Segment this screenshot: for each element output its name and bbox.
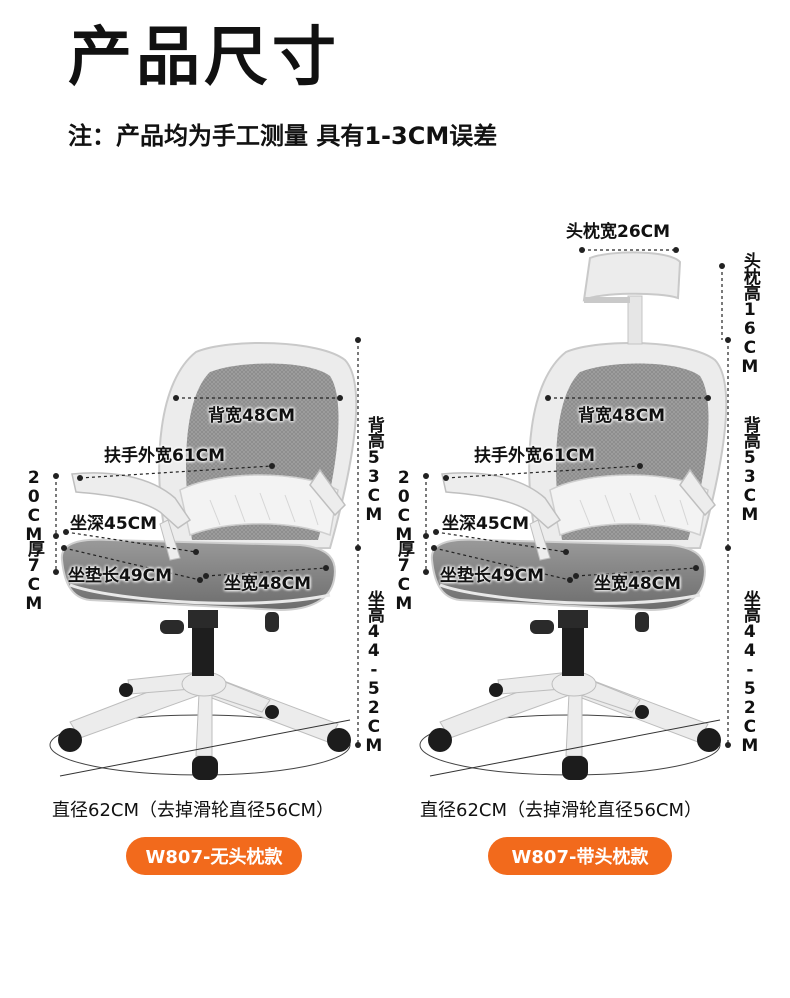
headrest-height-label: 头枕高16CM bbox=[739, 252, 760, 376]
cushion-thickness-label: 厚7CM bbox=[23, 540, 44, 613]
cushion-thickness-label: 厚7CM bbox=[393, 540, 414, 613]
diameter-label: 直径62CM（去掉滑轮直径56CM） bbox=[52, 800, 335, 821]
cushion-length-label: 坐垫长49CM bbox=[440, 566, 545, 586]
back-height-label: 背高53CM bbox=[739, 416, 760, 524]
seat-height-label: 坐高44-52CM bbox=[363, 590, 384, 755]
armrest-height-label: 20CM bbox=[393, 468, 414, 544]
headrest-width-label: 头枕宽26CM bbox=[566, 222, 671, 242]
model-badge: W807-带头枕款 bbox=[488, 837, 672, 875]
back-width-label: 背宽48CM bbox=[208, 406, 296, 426]
seat-depth-label: 坐深45CM bbox=[70, 514, 158, 534]
seat-depth-label: 坐深45CM bbox=[442, 514, 530, 534]
armrest-width-label: 扶手外宽61CM bbox=[104, 446, 226, 466]
chair-without-headrest bbox=[48, 341, 358, 782]
seat-width-label: 坐宽48CM bbox=[594, 574, 682, 594]
back-width-label: 背宽48CM bbox=[578, 406, 666, 426]
back-height-label: 背高53CM bbox=[363, 416, 384, 524]
cushion-length-label: 坐垫长49CM bbox=[68, 566, 173, 586]
seat-width-label: 坐宽48CM bbox=[224, 574, 312, 594]
measurement-note: 注：产品均为手工测量 具有1-3CM误差 bbox=[68, 122, 498, 150]
diameter-label: 直径62CM（去掉滑轮直径56CM） bbox=[420, 800, 703, 821]
armrest-width-label: 扶手外宽61CM bbox=[474, 446, 596, 466]
model-badge: W807-无头枕款 bbox=[126, 837, 302, 875]
armrest-height-label: 20CM bbox=[23, 468, 44, 544]
page-title: 产品尺寸 bbox=[68, 21, 340, 95]
chair-with-headrest bbox=[418, 341, 728, 782]
headrest bbox=[584, 252, 680, 344]
seat-height-label: 坐高44-52CM bbox=[739, 590, 760, 755]
